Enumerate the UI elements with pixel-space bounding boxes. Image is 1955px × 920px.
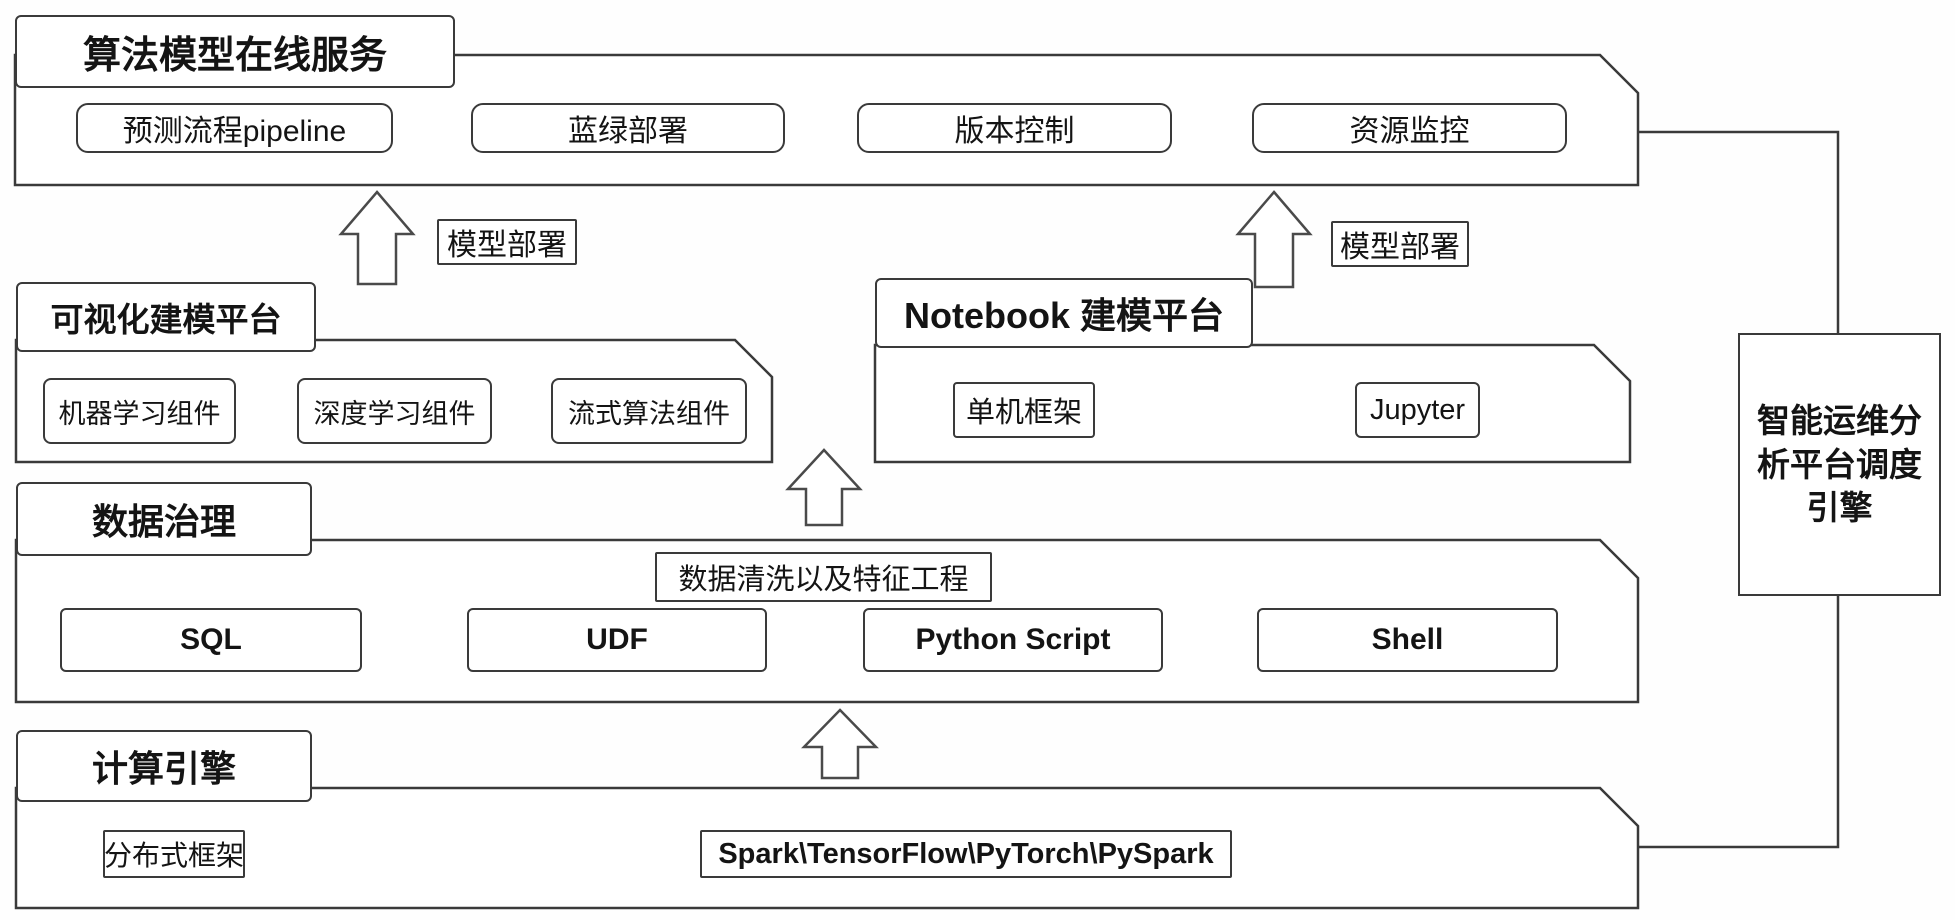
engine-to-data-arrow (801, 708, 879, 780)
stream-component-box: 流式算法组件 (551, 378, 747, 444)
deploy-label-left: 模型部署 (437, 219, 577, 265)
data-governance-container (14, 538, 1640, 704)
pipeline-box: 预测流程pipeline (76, 103, 393, 153)
connector-top-to-scheduler (1638, 130, 1840, 333)
data-to-modeling-arrow (785, 448, 863, 527)
dl-component-box: 深度学习组件 (297, 378, 492, 444)
distributed-framework-label: 分布式框架 (103, 830, 245, 878)
resource-monitor-box: 资源监控 (1252, 103, 1567, 153)
standalone-framework-box: 单机框架 (953, 382, 1095, 438)
version-control-box: 版本控制 (857, 103, 1172, 153)
python-script-box: Python Script (863, 608, 1163, 672)
sql-box: SQL (60, 608, 362, 672)
shell-box: Shell (1257, 608, 1558, 672)
compute-engine-title: 计算引擎 (16, 730, 312, 802)
online-service-title: 算法模型在线服务 (15, 15, 455, 88)
notebook-title: Notebook 建模平台 (875, 278, 1253, 348)
deploy-label-right: 模型部署 (1331, 221, 1469, 267)
data-cleaning-label: 数据清洗以及特征工程 (655, 552, 992, 602)
scheduler-box: 智能运维分析平台调度引擎 (1738, 333, 1941, 596)
engines-label: Spark\TensorFlow\PyTorch\PySpark (700, 830, 1232, 878)
ml-component-box: 机器学习组件 (43, 378, 236, 444)
deploy-arrow-left (338, 190, 416, 286)
data-governance-title: 数据治理 (16, 482, 312, 556)
visual-modeling-title: 可视化建模平台 (16, 282, 316, 352)
deploy-arrow-right (1235, 190, 1313, 289)
udf-box: UDF (467, 608, 767, 672)
jupyter-box: Jupyter (1355, 382, 1480, 438)
blue-green-deploy-box: 蓝绿部署 (471, 103, 785, 153)
connector-scheduler-to-bottom (1638, 596, 1840, 849)
